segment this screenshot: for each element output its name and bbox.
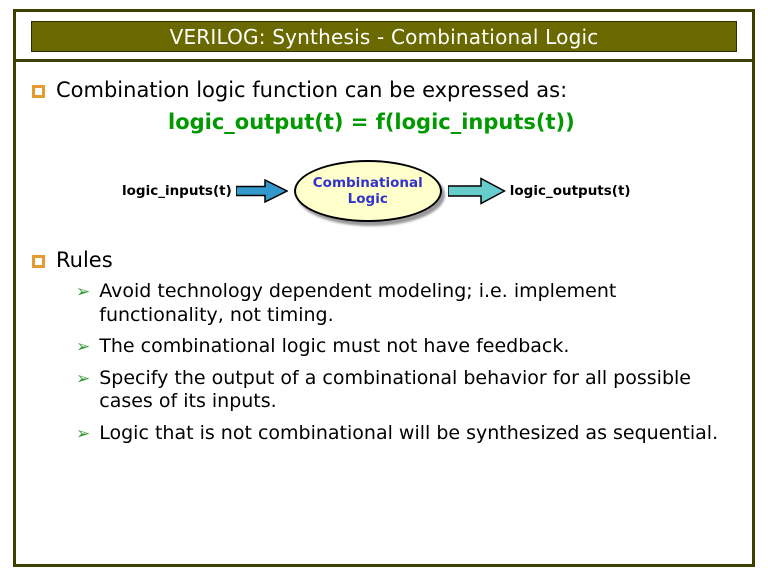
rule-item: ➢ Specify the output of a combinational …	[76, 367, 738, 414]
square-bullet-icon	[32, 255, 45, 268]
diagram-output-label: logic_outputs(t)	[509, 183, 631, 199]
rule-item-text: The combinational logic must not have fe…	[99, 335, 570, 358]
formula-text: logic_output(t) = f(logic_inputs(t))	[168, 110, 575, 134]
rule-item-text: Avoid technology dependent modeling; i.e…	[99, 280, 617, 326]
input-block-arrow-icon	[235, 179, 288, 203]
arrow-bullet-icon: ➢	[76, 282, 91, 302]
bullet-intro: Combination logic function can be expres…	[30, 78, 738, 102]
slide: VERILOG: Synthesis - Combinational Logic…	[13, 9, 755, 567]
bullet-rules-text: Rules	[56, 248, 113, 272]
slide-title: VERILOG: Synthesis - Combinational Logic	[169, 24, 599, 49]
bullet-rules: Rules	[30, 248, 738, 272]
combinational-logic-block: Combinational Logic	[293, 160, 442, 222]
block-label-line1: Combinational	[312, 174, 423, 191]
rule-item-text: Logic that is not combinational will be …	[99, 421, 719, 444]
square-bullet-icon	[32, 85, 45, 98]
input-arrow-shape	[235, 179, 288, 203]
combinational-logic-diagram: logic_inputs(t) Combinational Logic logi…	[122, 160, 738, 222]
rule-item: ➢ Avoid technology dependent modeling; i…	[76, 280, 738, 327]
arrow-bullet-icon: ➢	[76, 368, 91, 389]
block-label-line2: Logic	[347, 191, 388, 207]
rule-item: ➢ The combinational logic must not have …	[76, 335, 738, 359]
bullet-intro-text: Combination logic function can be expres…	[56, 78, 568, 102]
slide-title-bar: VERILOG: Synthesis - Combinational Logic	[31, 21, 737, 52]
rules-list: ➢ Avoid technology dependent modeling; i…	[76, 280, 738, 445]
arrow-bullet-icon: ➢	[76, 423, 91, 444]
rule-item: ➢ Logic that is not combinational will b…	[76, 422, 738, 446]
rule-item-text: Specify the output of a combinational be…	[99, 366, 691, 413]
output-block-arrow-icon	[447, 177, 506, 205]
diagram-input-label: logic_inputs(t)	[122, 183, 232, 199]
arrow-bullet-icon: ➢	[76, 337, 91, 358]
output-arrow-shape	[447, 177, 506, 205]
slide-content: Combination logic function can be expres…	[16, 59, 752, 564]
title-area: VERILOG: Synthesis - Combinational Logic	[16, 12, 752, 59]
